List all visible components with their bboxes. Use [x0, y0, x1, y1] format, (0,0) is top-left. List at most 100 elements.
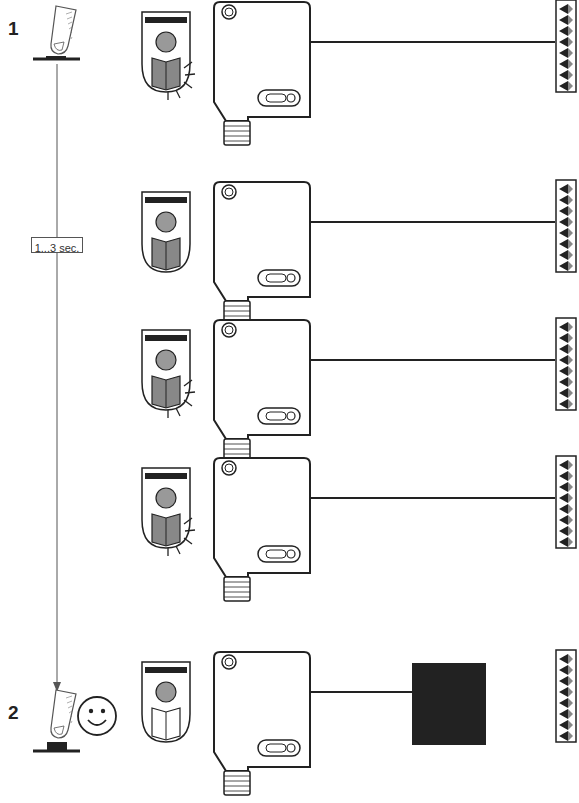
connector-thread [224, 776, 250, 777]
finger-shade [67, 701, 72, 703]
reflector-body [556, 650, 576, 742]
prism [568, 388, 573, 398]
indicator-led [152, 514, 180, 546]
led-indicator [142, 192, 190, 272]
prism [559, 537, 568, 547]
prism [568, 15, 573, 25]
prism [559, 676, 568, 686]
prism [568, 460, 573, 470]
finger-shade [68, 22, 72, 24]
blink-ray [185, 74, 195, 75]
indicator-outline [142, 192, 190, 272]
screw [287, 550, 295, 558]
prism [559, 59, 568, 69]
finger-shade [68, 706, 72, 708]
prism [559, 228, 568, 238]
button-base [33, 58, 80, 61]
prism [559, 731, 568, 741]
prism [568, 333, 573, 343]
prism [559, 344, 568, 354]
prism [559, 515, 568, 525]
connector-thread [224, 454, 250, 455]
prism [568, 70, 573, 80]
connector-thread [224, 131, 250, 132]
sensor-housing [214, 182, 310, 301]
prism [568, 654, 573, 664]
sensor [214, 652, 310, 795]
prism [568, 720, 573, 730]
prism [559, 388, 568, 398]
connector [224, 121, 250, 145]
reflector-body [556, 0, 576, 92]
mount-hole [222, 461, 236, 475]
blink-ray [176, 90, 180, 98]
prism [568, 26, 573, 36]
prism [559, 217, 568, 227]
indicator-knob [156, 32, 176, 52]
led-indicator [142, 468, 195, 556]
connector-thread [224, 141, 250, 142]
blink-ray [176, 546, 180, 554]
blink-ray [184, 380, 192, 386]
blink-ray [184, 538, 192, 544]
prism [568, 344, 573, 354]
prism [559, 654, 568, 664]
reflector [556, 650, 576, 742]
sensor-housing [214, 458, 310, 577]
prism [559, 709, 568, 719]
light-beam [310, 359, 555, 361]
reflector-body [556, 180, 576, 272]
prism [568, 184, 573, 194]
light-beam [310, 497, 555, 499]
sensor [214, 2, 310, 145]
mount-hole [225, 326, 233, 334]
reflector [556, 456, 576, 548]
time-arrow [57, 64, 58, 684]
connector-thread [224, 449, 250, 450]
connector-thread [224, 597, 250, 598]
slot [266, 94, 286, 102]
indicator-led [166, 380, 167, 408]
connector [224, 577, 250, 601]
prism [559, 81, 568, 91]
prism [559, 261, 568, 271]
connector-thread [224, 786, 250, 787]
blink-ray [184, 400, 192, 406]
object [412, 663, 486, 745]
finger-shade [66, 696, 72, 698]
indicator-outline [142, 662, 190, 742]
connector-thread [224, 126, 250, 127]
prism [568, 206, 573, 216]
edge-line [214, 102, 310, 103]
indicator-led [166, 712, 167, 740]
prism [568, 731, 573, 741]
prism [559, 37, 568, 47]
smiley-eye [89, 709, 93, 713]
edge-line [214, 282, 310, 283]
prism [568, 355, 573, 365]
prism [568, 217, 573, 227]
prism [568, 195, 573, 205]
indicator-bar [145, 667, 187, 673]
screw [287, 94, 295, 102]
led-indicator [142, 330, 195, 418]
prism [568, 515, 573, 525]
connector-thread [224, 781, 250, 782]
prism [559, 665, 568, 675]
indicator-bar [145, 473, 187, 479]
slot [258, 740, 300, 756]
screw [287, 412, 295, 420]
smiley-face [78, 697, 116, 735]
prism [568, 250, 573, 260]
prism [559, 399, 568, 409]
blink-ray [184, 62, 192, 68]
prism [568, 81, 573, 91]
prism [559, 366, 568, 376]
indicator-outline [142, 12, 190, 92]
fingernail [54, 42, 64, 50]
sensor [214, 182, 310, 325]
blink-ray [184, 82, 192, 88]
sensor-housing [214, 2, 310, 121]
light-beam [310, 41, 555, 43]
